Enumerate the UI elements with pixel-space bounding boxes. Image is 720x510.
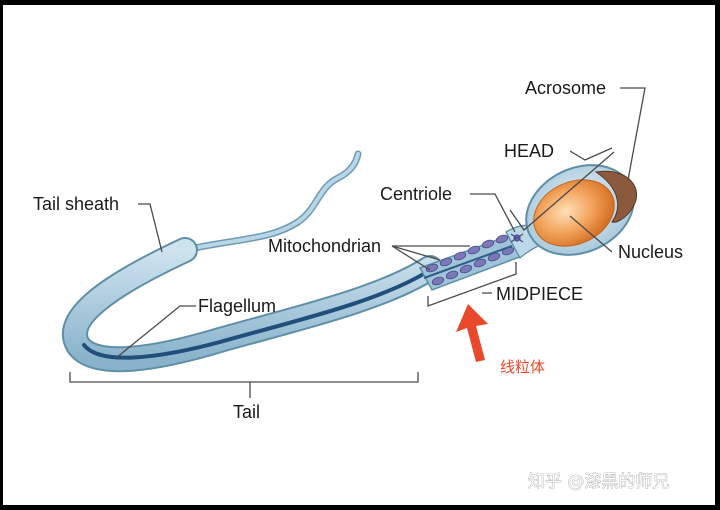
diagram-panel (3, 5, 715, 505)
label-nucleus: Nucleus (618, 242, 683, 262)
label-flagellum: Flagellum (198, 296, 276, 316)
label-head: HEAD (504, 141, 554, 161)
label-mitochondrian: Mitochondrian (268, 236, 381, 256)
watermark: 知乎 @漆黑的师兄 (528, 472, 669, 492)
centriole-mark (510, 233, 524, 243)
tail-body (62, 237, 443, 373)
acrosome-cap (594, 170, 637, 223)
label-tail: Tail (233, 402, 260, 422)
label-centriole: Centriole (380, 184, 452, 204)
label-tail-sheath: Tail sheath (33, 194, 119, 214)
mitochondria-cluster (425, 234, 515, 286)
label-acrosome: Acrosome (525, 78, 606, 98)
red-arrow (456, 304, 488, 362)
head (525, 164, 637, 256)
tail-end-piece (181, 150, 362, 254)
annotation-text: 线粒体 (500, 358, 545, 376)
leader-lines (69, 87, 646, 398)
label-midpiece: MIDPIECE (496, 284, 583, 304)
nucleus-shape (533, 179, 615, 247)
midpiece (418, 234, 524, 291)
flagellum-core (82, 268, 432, 360)
